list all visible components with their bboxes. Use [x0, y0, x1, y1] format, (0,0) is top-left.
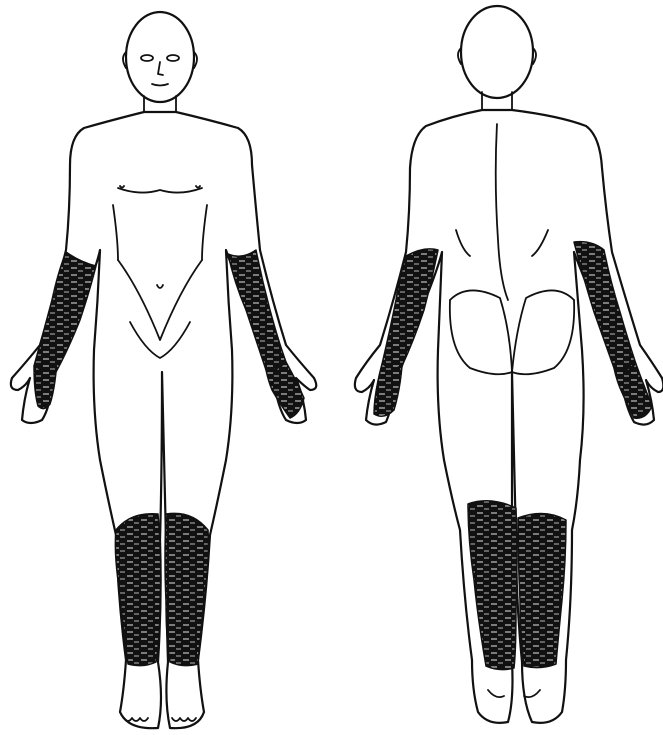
front-right-hand-lesion	[34, 366, 56, 409]
back-head	[461, 6, 533, 98]
front-left-lower-leg-lesion	[165, 513, 209, 665]
front-right-lower-leg-lesion	[115, 514, 160, 666]
back-view	[355, 6, 663, 723]
front-head	[126, 12, 194, 102]
front-body-outline	[11, 112, 316, 728]
front-left-forearm-lesion	[228, 250, 286, 370]
front-right-forearm-lesion	[34, 252, 96, 372]
front-view	[11, 12, 316, 728]
